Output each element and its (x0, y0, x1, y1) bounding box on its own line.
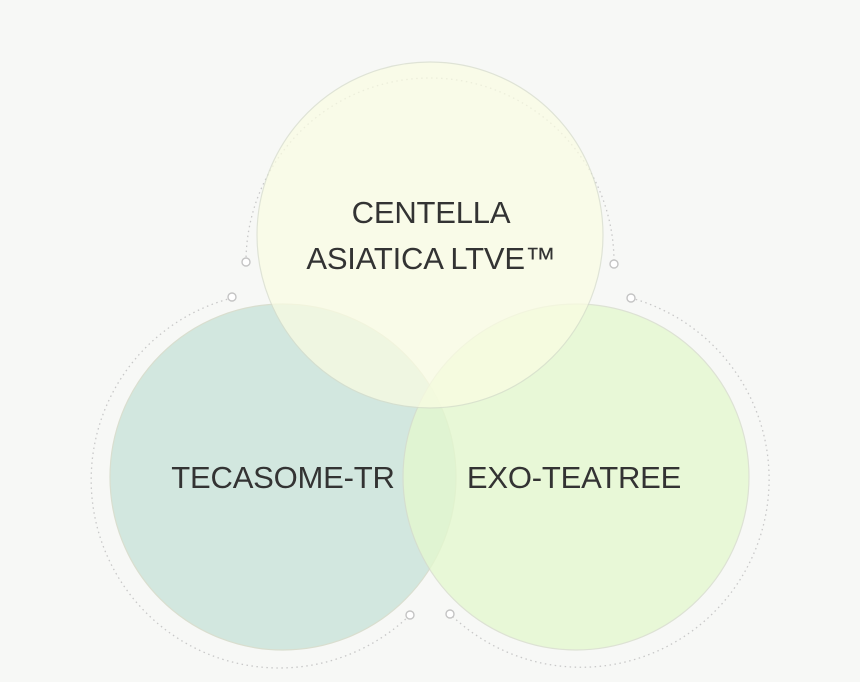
set-label-line: EXO-TEATREE (466, 460, 682, 495)
orbit-endpoint (445, 609, 455, 619)
set-label-centella: CENTELLA ASIATICA LTVE™ (306, 190, 555, 282)
orbit-rings (90, 77, 770, 669)
set-label-exo: EXO-TEATREE (467, 455, 681, 501)
orbit-endpoint (241, 257, 251, 267)
set-label-line: ASIATICA LTVE™ (306, 241, 556, 276)
set-label-tecasome: TECASOME-TR (171, 455, 395, 501)
orbit-ring-tecasome (90, 297, 411, 669)
orbit-endpoint (227, 292, 237, 302)
set-circles (109, 61, 750, 651)
set-label-line: TECASOME-TR (171, 460, 395, 495)
set-label-line: CENTELLA (351, 195, 511, 230)
set-circle-centella (256, 61, 604, 409)
orbit-endpoint (405, 610, 415, 620)
orbit-endpoint (626, 293, 636, 303)
orbit-endpoint (609, 259, 619, 269)
